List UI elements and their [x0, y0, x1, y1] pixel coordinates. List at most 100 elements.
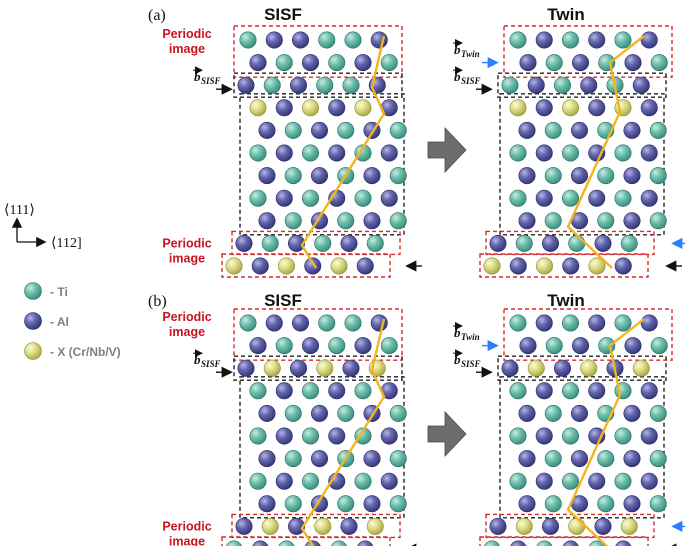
legend-x-label: - X (Cr/Nb/V)	[50, 345, 121, 359]
atom-x	[316, 359, 334, 377]
atom-ti	[598, 54, 616, 72]
atom-al	[380, 189, 398, 207]
atom-al	[615, 540, 632, 546]
atom-ti	[301, 189, 319, 207]
atom-ti	[389, 404, 407, 422]
atom-al	[310, 167, 328, 185]
atom-ti	[328, 54, 346, 72]
atom-al	[235, 234, 253, 252]
atom-ti	[614, 189, 632, 207]
atom-ti	[275, 337, 293, 355]
atom-ti	[344, 31, 362, 49]
atom-al	[553, 359, 571, 377]
atom-al	[287, 517, 305, 535]
atom-al	[570, 121, 588, 139]
atom-ti	[515, 234, 533, 252]
atom-ti	[389, 167, 407, 185]
atom-al	[535, 314, 553, 332]
atom-al	[357, 540, 374, 546]
legend-ti-label: - Ti	[50, 285, 68, 299]
atom-al	[275, 472, 293, 490]
transition-arrow-a	[427, 127, 467, 173]
atom-al	[519, 54, 537, 72]
atom-ti	[544, 167, 562, 185]
atom-x	[580, 359, 598, 377]
atom-x	[527, 359, 545, 377]
axis-up-label: ⟨111⟩	[4, 203, 35, 218]
atom-ti	[316, 76, 334, 94]
atom-ti	[649, 450, 667, 468]
atom-ti	[650, 337, 668, 355]
sisf-layer-box	[497, 72, 667, 98]
header-twin-a: Twin	[547, 5, 584, 24]
atom-al	[252, 540, 269, 546]
periodic-image-label-bottom-line2: image	[169, 251, 205, 265]
atom-ti	[544, 404, 562, 422]
atom-ti	[568, 234, 586, 252]
atom-al	[535, 427, 553, 445]
atom-al	[310, 450, 328, 468]
atom-ti	[501, 76, 519, 94]
atom-ti	[284, 167, 302, 185]
atom-ti	[598, 337, 616, 355]
atom-ti	[249, 427, 267, 445]
b-sisf-vector-symbol: b	[194, 69, 201, 84]
atom-x	[483, 257, 501, 275]
legend-al-label: - Al	[50, 315, 69, 329]
panel-label-b: (b)	[148, 293, 167, 310]
atom-al	[518, 212, 536, 230]
atom-al	[571, 337, 589, 355]
atom-ti	[614, 31, 632, 49]
atom-al	[275, 427, 293, 445]
atom-al	[580, 76, 598, 94]
atom-al	[623, 121, 641, 139]
atom-al	[588, 472, 606, 490]
atom-al	[275, 144, 293, 162]
atom-x	[620, 517, 638, 535]
atom-al	[489, 234, 507, 252]
b-sisf-vector-subscript: SISF	[201, 359, 221, 369]
atom-x	[261, 517, 279, 535]
atom-x	[277, 257, 295, 275]
atom-al	[489, 517, 507, 535]
atom-al	[624, 54, 642, 72]
atom-al	[541, 517, 559, 535]
atom-ti	[389, 450, 407, 468]
atom-ti	[284, 495, 302, 513]
atom-ti	[337, 404, 355, 422]
atom-al	[588, 99, 606, 117]
atom-ti	[597, 167, 615, 185]
atom-al	[340, 517, 358, 535]
atom-ti	[649, 121, 667, 139]
b-sisf-vector-symbol: b	[454, 352, 461, 367]
atom-ti	[337, 495, 355, 513]
atom-ti	[278, 540, 295, 546]
bottom-periodic-box-2	[479, 536, 649, 546]
atom-al	[291, 314, 309, 332]
atom-al	[623, 495, 641, 513]
atom-ti	[301, 472, 319, 490]
atom-ti	[649, 167, 667, 185]
atom-al	[535, 99, 553, 117]
atom-x	[366, 517, 384, 535]
atom-ti	[301, 144, 319, 162]
atom-ti	[380, 337, 398, 355]
atom-al	[380, 144, 398, 162]
header-twin-b: Twin	[547, 291, 584, 310]
header-sisf-a: SISF	[264, 5, 302, 24]
transition-arrow-b	[427, 411, 467, 457]
b-sisf-vector-subscript: SISF	[461, 359, 481, 369]
atom-al	[623, 167, 641, 185]
atom-ti	[318, 31, 336, 49]
species-legend: - Ti - Al - X (Cr/Nb/V)	[24, 282, 121, 360]
periodic-image-label-bottom-line1: Periodic	[162, 519, 211, 533]
atom-al	[380, 472, 398, 490]
atom-ti	[545, 337, 563, 355]
atom-ti	[301, 427, 319, 445]
atom-al	[570, 404, 588, 422]
b-sisf-vector-subscript: SISF	[461, 76, 481, 86]
bulk-region-box	[239, 376, 405, 519]
atom-ti	[620, 234, 638, 252]
